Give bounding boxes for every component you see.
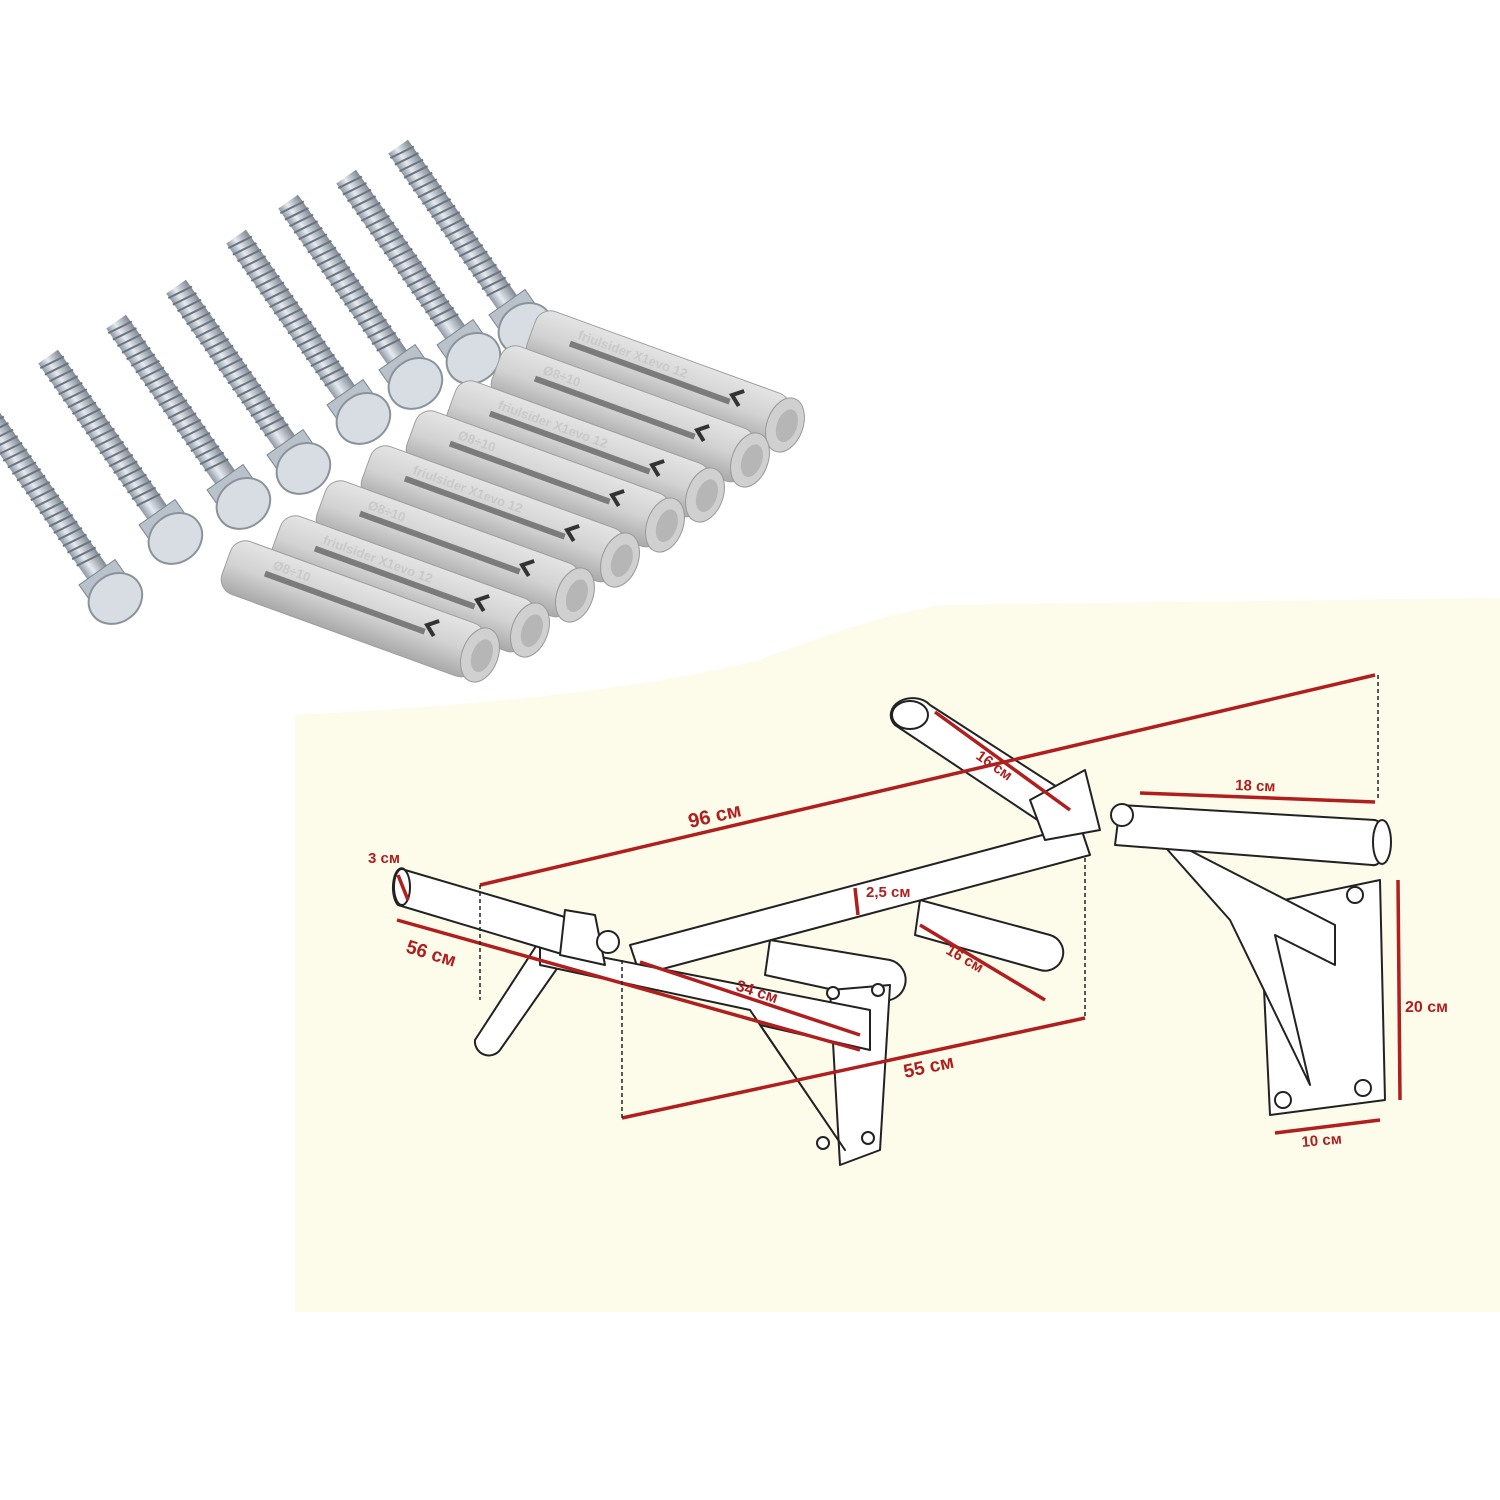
left-bracket-arm <box>539 944 871 1151</box>
wall-plug: Ø8÷10 <box>315 480 595 623</box>
label-bar-thickness: 2,5 см <box>866 884 910 901</box>
lag-screw <box>226 229 392 445</box>
label-handle-right: 18 см <box>1235 777 1276 795</box>
label-plate-height: 20 см <box>1405 999 1448 1016</box>
dimension-lines <box>396 673 1402 1135</box>
lag-screw <box>336 169 502 385</box>
label-plate-width: 10 см <box>1301 1131 1343 1151</box>
dim-line-16-top <box>933 710 1072 812</box>
rear-lower-handle <box>914 899 1065 972</box>
dim-line-18 <box>1139 791 1376 804</box>
lag-screw <box>166 279 332 495</box>
dim-line-20 <box>1396 879 1402 1101</box>
dim-line-55 <box>621 1016 1086 1120</box>
dim-line-3 <box>396 874 410 901</box>
dim-line-34 <box>639 960 861 1037</box>
wall-plug: Ø8÷10 <box>405 410 685 553</box>
lag-screw <box>278 194 444 410</box>
wall-plug: friulsider X1evo 12 <box>525 310 805 453</box>
label-tube-diameter: 3 см <box>368 850 400 867</box>
wall-plug: Ø8÷10 <box>220 540 500 683</box>
dim-line-10 <box>1274 1118 1381 1135</box>
dim-line-2-5 <box>853 887 860 916</box>
pullup-bar-drawing <box>391 697 1392 1166</box>
dim-line-96 <box>479 673 1376 887</box>
wall-plug: Ø8÷10 <box>490 345 770 488</box>
lag-screw <box>0 409 144 625</box>
lag-screw <box>106 314 272 530</box>
dim-line-56 <box>396 918 861 1052</box>
lag-screw <box>38 349 204 565</box>
left-junction <box>559 909 606 966</box>
right-bracket-arm <box>1149 829 1336 1086</box>
extension-lines <box>479 675 1379 1118</box>
dim-line-16-low <box>919 923 1046 1002</box>
diagram-background <box>295 598 1500 1312</box>
left-lower-handle <box>473 939 571 1057</box>
